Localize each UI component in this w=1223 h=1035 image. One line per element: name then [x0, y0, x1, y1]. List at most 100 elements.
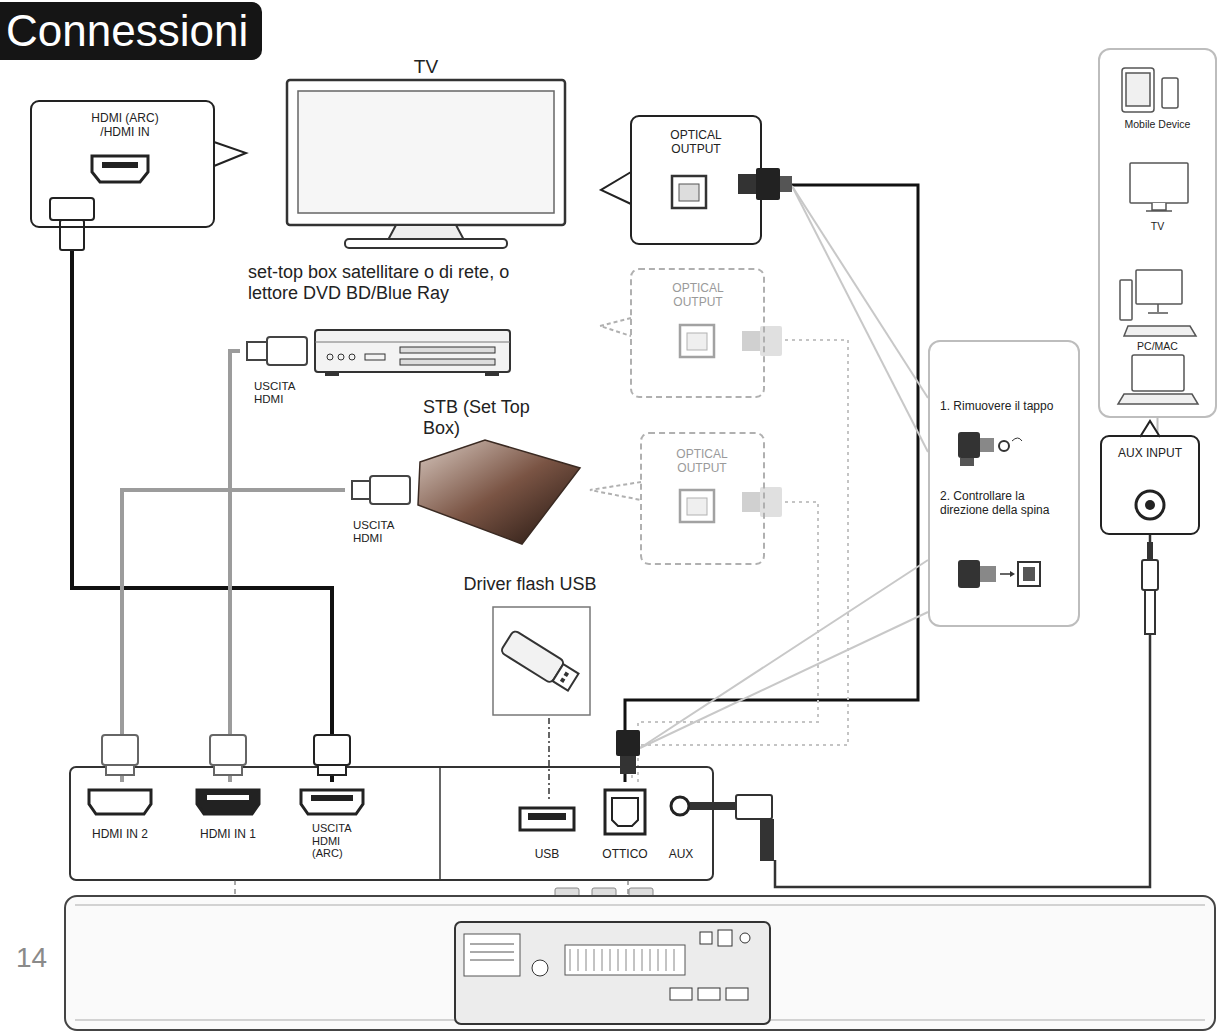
callout-tail — [590, 482, 641, 500]
illustration-shape — [349, 354, 355, 360]
hdmi-port — [102, 162, 138, 168]
illustration-shape — [1145, 590, 1155, 634]
illustration-shape — [594, 949, 595, 971]
panel-divider — [439, 767, 441, 880]
hdmi-port — [92, 156, 148, 182]
illustration-shape — [756, 168, 780, 200]
illustration-shape — [742, 331, 760, 351]
soundbar — [65, 888, 1215, 1030]
illustration-shape — [210, 735, 246, 765]
node-text: OPTICAL OUTPUT — [652, 129, 740, 157]
illustration-shape — [726, 988, 748, 1000]
usb-frame — [493, 607, 590, 715]
illustration-shape — [315, 330, 510, 372]
node-text: 1. Rimuovere il tappo — [940, 400, 1076, 414]
illustration-shape — [1122, 68, 1154, 112]
illustration-shape — [318, 765, 346, 775]
optical-port — [680, 487, 782, 522]
hdmi-port — [207, 795, 249, 800]
port-label: OTTICO — [598, 782, 656, 868]
cable-connector — [625, 185, 918, 782]
plug-cap-image — [958, 432, 1022, 466]
device-panel: Mobile DeviceTV PC/MAC — [1098, 48, 1217, 418]
callout-box: OPTICAL OUTPUT — [630, 115, 762, 245]
callout-tail — [600, 318, 631, 336]
node-text: TV — [1102, 220, 1213, 232]
illustration-shape — [674, 949, 675, 971]
illustration-shape — [65, 896, 1215, 1030]
illustration-shape — [687, 333, 707, 350]
aux-plug — [690, 795, 774, 861]
cable-connector — [638, 502, 818, 782]
usb-port — [528, 813, 566, 820]
illustration-shape — [792, 186, 928, 452]
illustration-shape — [455, 922, 770, 1024]
cable-connector — [230, 351, 240, 782]
illustration-shape — [1118, 394, 1198, 404]
grille-lines — [570, 949, 674, 971]
illustration-shape — [1162, 78, 1178, 108]
optical-port — [672, 176, 706, 208]
illustration-shape — [680, 490, 714, 522]
illustration-shape — [388, 225, 464, 240]
illustration-shape — [618, 949, 619, 971]
hdmi-port — [311, 795, 353, 801]
cable-connector — [122, 490, 345, 782]
node-text: Mobile Device — [1102, 118, 1213, 130]
illustration-shape — [698, 988, 720, 1000]
illustration-shape — [620, 756, 636, 774]
cable-connector — [775, 535, 1150, 887]
plug-direction-image — [958, 560, 1040, 588]
optical-port — [605, 790, 645, 834]
port-label: HDMI IN 2 — [76, 782, 168, 848]
illustration-shape — [792, 186, 928, 398]
illustration-shape — [1148, 304, 1168, 313]
node-text: set-top box satellitare o di rete, o let… — [248, 262, 553, 303]
node-text: Driver flash USB — [450, 574, 610, 595]
illustration-shape — [470, 944, 514, 945]
callout-tail — [214, 142, 246, 166]
illustration-shape — [560, 677, 566, 683]
illustration-shape — [690, 802, 736, 810]
illustration-shape — [470, 960, 514, 961]
illustration-shape — [352, 481, 370, 499]
illustration-shape — [75, 905, 1205, 906]
illustration-shape — [370, 476, 410, 504]
illustration-shape — [980, 438, 994, 452]
callout-box: AUX INPUT — [1100, 435, 1200, 535]
illustration-shape — [1146, 203, 1172, 211]
illustration-shape — [327, 354, 333, 360]
illustration-shape — [718, 930, 732, 946]
node-text: PC/MAC — [1102, 340, 1213, 352]
illustration-shape — [214, 765, 242, 775]
illustration-shape — [50, 198, 94, 220]
tv-illustration — [287, 80, 565, 248]
optional-callout: OPTICAL OUTPUT — [630, 268, 765, 398]
callout-box: HDMI (ARC) /HDMI IN — [30, 100, 215, 228]
illustration-shape — [345, 239, 507, 248]
node-text: HDMI (ARC) /HDMI IN — [79, 112, 171, 140]
aux-jack — [1145, 500, 1155, 510]
illustration-shape — [247, 342, 267, 360]
port-label: USB — [517, 800, 581, 868]
illustration-shape — [400, 347, 495, 353]
illustration-shape — [578, 949, 579, 971]
node-text: HDMI IN 2 — [76, 828, 164, 842]
illustration-shape — [400, 359, 495, 365]
cable-connector — [548, 718, 550, 800]
node-text: USB — [517, 848, 577, 862]
illustration-shape — [1136, 270, 1182, 304]
illustration-shape — [314, 735, 350, 765]
stb-device — [418, 440, 580, 544]
illustration-shape — [60, 220, 84, 250]
illustration-shape — [1126, 73, 1150, 106]
port-label: AUX — [660, 782, 706, 868]
illustration-shape — [1018, 562, 1040, 586]
illustration-shape — [1023, 567, 1035, 581]
tv-device: TV — [280, 56, 576, 252]
illustration-shape — [999, 441, 1009, 451]
illustration-shape — [738, 174, 756, 194]
node-text: OPTICAL OUTPUT — [654, 282, 742, 310]
illustration-shape — [602, 949, 603, 971]
